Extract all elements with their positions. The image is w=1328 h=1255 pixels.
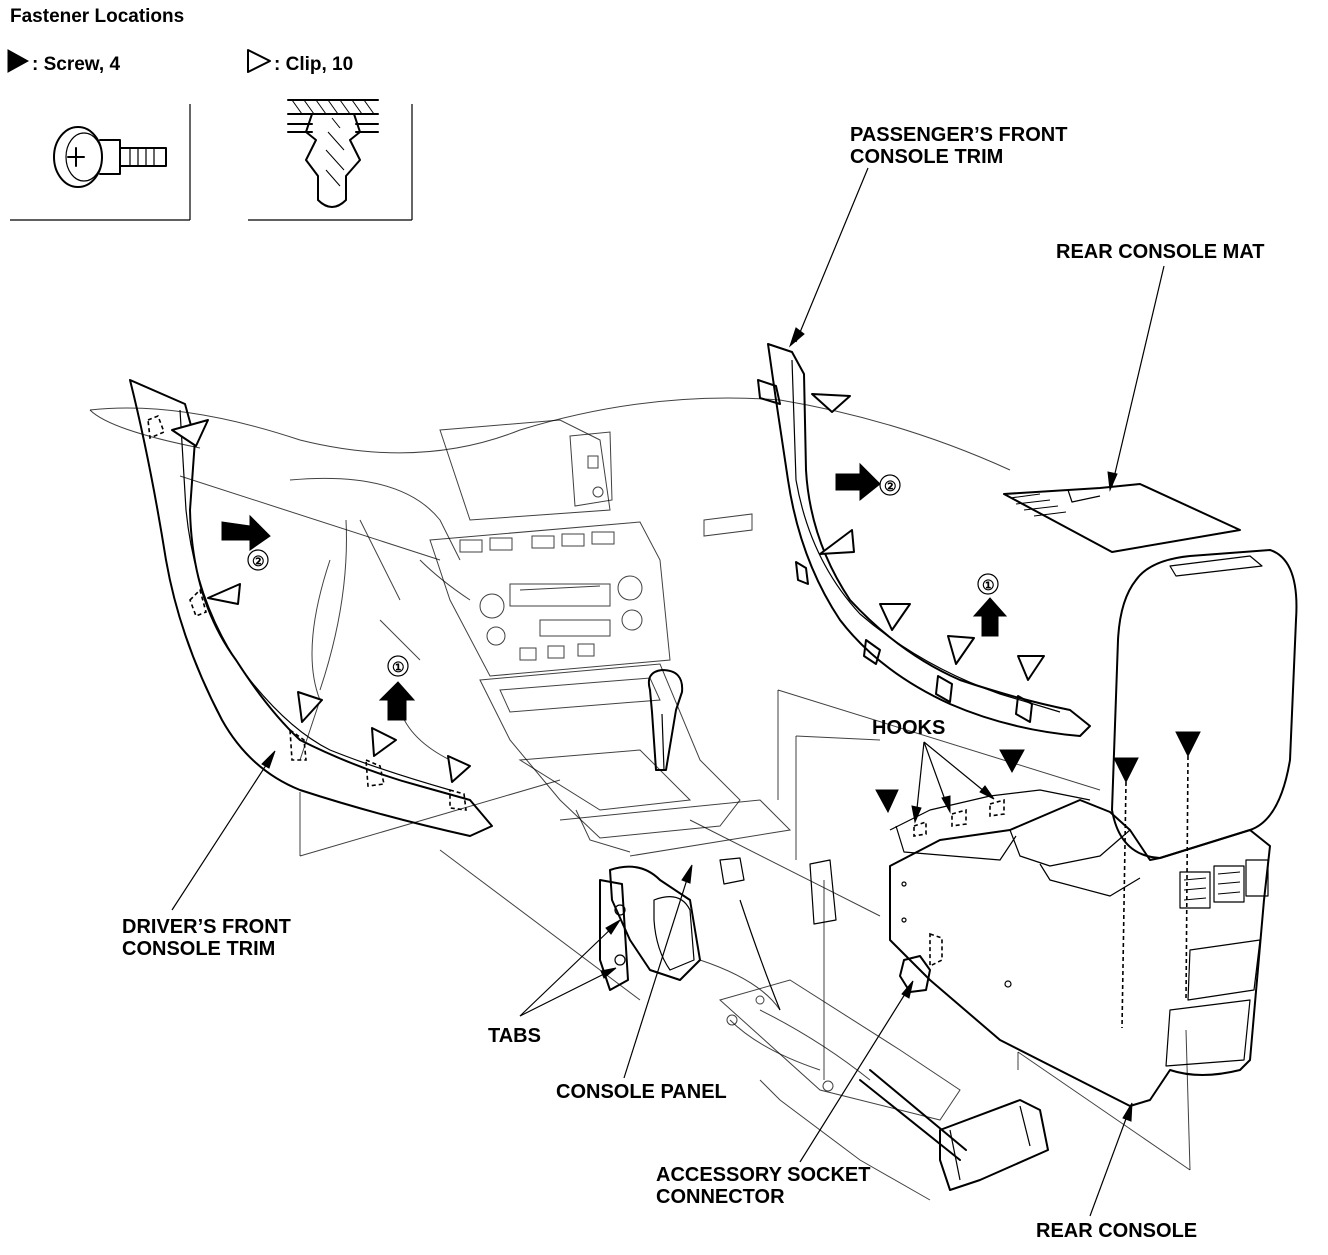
rear-console-mat-label: REAR CONSOLE MAT xyxy=(1056,241,1265,263)
screw-icon xyxy=(1175,731,1201,758)
driver-trim-label-line2: CONSOLE TRIM xyxy=(122,938,275,960)
tabs-label: TABS xyxy=(488,1025,541,1047)
clip-symbol-icon xyxy=(247,49,271,73)
dashboard-background xyxy=(89,397,1049,1201)
screw-symbol-icon xyxy=(7,49,30,73)
screw-alignment-line xyxy=(1185,755,1189,1001)
passenger-trim-label-line2: CONSOLE TRIM xyxy=(850,146,1003,168)
clip-icon xyxy=(811,393,851,413)
driver-trim-label-line1: DRIVER’S FRONT xyxy=(122,916,291,938)
clip-icon xyxy=(1017,655,1045,681)
step-one-label: ① xyxy=(392,659,405,675)
legend-screw-label: : Screw, 4 xyxy=(32,54,120,75)
step-one-label: ① xyxy=(982,577,995,593)
pull-direction-arrow-icon xyxy=(221,514,271,551)
lift-direction-arrow-icon xyxy=(972,597,1008,637)
rear-console-label: REAR CONSOLE xyxy=(1036,1220,1197,1242)
alignment-lines xyxy=(179,475,1191,1171)
console-panel-part xyxy=(599,857,837,1011)
clip-icon xyxy=(297,691,323,723)
clip-icon xyxy=(947,635,975,665)
rear-console-part xyxy=(889,549,1298,1107)
clip-icon xyxy=(371,727,397,757)
passengers-front-console-trim-part xyxy=(757,343,1091,737)
screw-alignment-line xyxy=(1121,781,1127,1029)
clip-icon xyxy=(171,419,209,447)
rear-console-mat-part xyxy=(1003,483,1241,553)
step-two-label: ② xyxy=(884,478,897,494)
accessory-socket-label-line2: CONNECTOR xyxy=(656,1186,785,1208)
callout-leaders xyxy=(171,167,1165,1217)
screw-icon xyxy=(1113,757,1139,784)
pull-direction-arrow-icon xyxy=(835,462,881,502)
screw-icon xyxy=(875,789,899,814)
accessory-socket-label-line1: ACCESSORY SOCKET xyxy=(656,1164,870,1186)
step-two-marker xyxy=(879,474,901,496)
step-one-marker xyxy=(387,655,409,677)
clip-icon xyxy=(819,529,855,555)
passenger-trim-label-line1: PASSENGER’S FRONT xyxy=(850,124,1067,146)
step-one-marker xyxy=(977,573,999,595)
clip-icon xyxy=(879,603,911,631)
step-two-marker xyxy=(247,549,269,571)
legend-clip-label: : Clip, 10 xyxy=(274,54,353,75)
clip-icon xyxy=(447,755,471,783)
legend-title: Fastener Locations xyxy=(10,6,184,27)
clip-illustration-icon xyxy=(287,99,379,208)
step-two-label: ② xyxy=(252,553,265,569)
screw-icon xyxy=(999,749,1025,774)
hooks-label: HOOKS xyxy=(872,717,945,739)
screw-illustration-icon xyxy=(53,126,167,188)
lift-direction-arrow-icon xyxy=(378,681,416,721)
clip-icon xyxy=(207,583,241,605)
console-panel-label: CONSOLE PANEL xyxy=(556,1081,727,1103)
drivers-front-console-trim-part xyxy=(129,379,493,837)
